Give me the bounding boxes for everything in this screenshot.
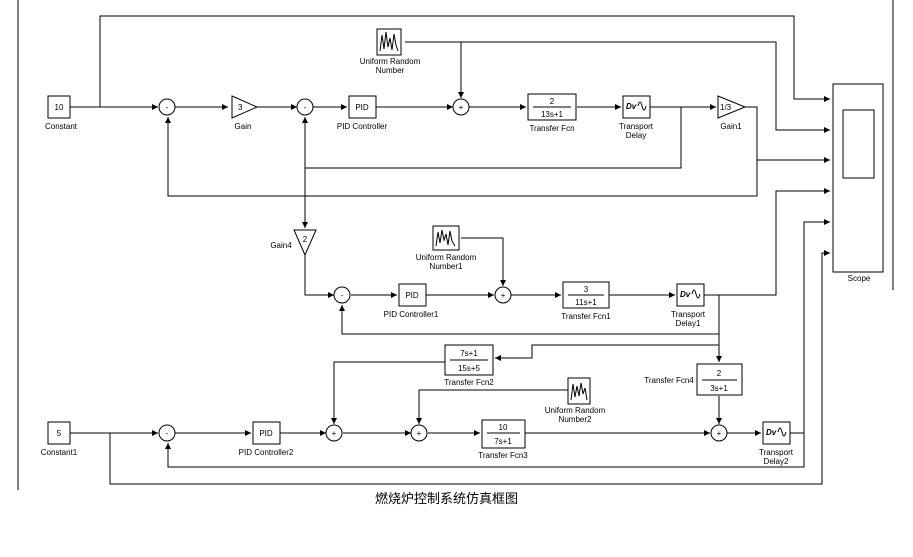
svg-text:+: +: [417, 429, 422, 438]
svg-text:+: +: [332, 429, 337, 438]
pid-value: PID: [355, 103, 369, 112]
uniform-random-number1-block[interactable]: Uniform Random Number1: [416, 225, 477, 271]
svg-text:+: +: [501, 291, 506, 300]
transport-delay1-block[interactable]: Dv Transport Delay1: [671, 283, 706, 328]
gain4-label: Gain4: [270, 241, 292, 250]
sum-9[interactable]: +: [710, 424, 728, 442]
tf2-num: 7s+1: [460, 349, 478, 358]
tf3-num: 10: [499, 423, 508, 432]
sum-1[interactable]: -: [158, 98, 176, 116]
tf1-den: 11s+1: [575, 298, 597, 307]
sum-7[interactable]: +: [325, 424, 343, 442]
transfer-fcn3-block[interactable]: 10 7s+1 Transfer Fcn3: [478, 419, 528, 460]
gain1-label: Gain1: [720, 122, 742, 131]
tf4-den: 3s+1: [710, 384, 728, 393]
urn2-label1: Uniform Random: [545, 406, 606, 415]
gain1-value: 1/3: [720, 103, 732, 112]
svg-text:-: -: [166, 103, 169, 112]
tf-num: 2: [550, 97, 555, 106]
constant1-label: Constant1: [41, 448, 78, 457]
urn2-label2: Number2: [559, 415, 592, 424]
gain-value: 3: [238, 103, 243, 112]
urn1-label1: Uniform Random: [416, 253, 477, 262]
diagram-caption: 燃烧炉控制系统仿真框图: [0, 488, 913, 507]
pid-label: PID Controller: [337, 122, 388, 131]
caption-text: 燃烧炉控制系统仿真框图: [374, 492, 518, 507]
gain4-value: 2: [303, 235, 308, 244]
sum-3[interactable]: +: [452, 98, 470, 116]
tf1-label: Transfer Fcn1: [561, 312, 611, 321]
svg-text:+: +: [717, 429, 722, 438]
pid-controller1-block[interactable]: PID PID Controller1: [384, 283, 439, 319]
tf1-num: 3: [584, 285, 589, 294]
transfer-fcn-block[interactable]: 2 13s+1 Transfer Fcn: [527, 93, 577, 133]
transfer-fcn2-block[interactable]: 7s+1 15s+5 Transfer Fcn2: [444, 344, 494, 387]
gain1-block[interactable]: 1/3 Gain1: [717, 95, 747, 131]
urn-label1: Uniform Random: [360, 57, 421, 66]
transport-delay-block[interactable]: Dv Transport Delay: [619, 95, 654, 140]
urn1-label2: Number1: [430, 262, 463, 271]
gain-label: Gain: [235, 122, 252, 131]
tf-den: 13s+1: [541, 110, 564, 119]
tf-label: Transfer Fcn: [529, 124, 574, 133]
gain4-block[interactable]: 2 Gain4: [270, 229, 317, 257]
sum-6[interactable]: -: [158, 424, 176, 442]
constant-label: Constant: [45, 122, 78, 131]
delay1-label2: Delay1: [676, 319, 701, 328]
sum-4[interactable]: -: [333, 286, 351, 304]
pid2-label: PID Controller2: [239, 448, 294, 457]
constant1-value: 5: [57, 429, 62, 438]
svg-text:-: -: [341, 291, 344, 300]
sum-8[interactable]: +: [410, 424, 428, 442]
transfer-fcn4-block[interactable]: 2 3s+1 Transfer Fcn4: [644, 363, 743, 396]
gain-block[interactable]: 3 Gain: [231, 95, 259, 131]
constant1-block[interactable]: 5 Constant1: [41, 421, 78, 457]
delay2-label2: Delay2: [764, 457, 789, 466]
scope-label: Scope: [848, 274, 871, 283]
tf3-den: 7s+1: [494, 437, 512, 446]
pid1-value: PID: [405, 291, 419, 300]
uniform-random-number-block[interactable]: Uniform Random Number: [360, 28, 421, 75]
tf4-num: 2: [717, 369, 722, 378]
constant-block[interactable]: 10 Constant: [45, 95, 78, 131]
tf3-label: Transfer Fcn3: [478, 451, 528, 460]
wires: [70, 15, 830, 485]
transport-delay2-block[interactable]: Dv Transport Delay2: [759, 421, 794, 466]
transfer-fcn1-block[interactable]: 3 11s+1 Transfer Fcn1: [561, 281, 611, 321]
pid-controller2-block[interactable]: PID PID Controller2: [239, 421, 294, 457]
svg-text:+: +: [459, 103, 464, 112]
delay1-icon: Dv: [680, 290, 691, 299]
scope-block[interactable]: Scope: [832, 83, 884, 283]
tf2-label: Transfer Fcn2: [444, 378, 494, 387]
svg-text:-: -: [166, 429, 169, 438]
urn-label2: Number: [376, 66, 405, 75]
delay1-label1: Transport: [671, 310, 706, 319]
pid1-label: PID Controller1: [384, 310, 439, 319]
sum-5[interactable]: +: [494, 286, 512, 304]
tf4-label: Transfer Fcn4: [644, 376, 694, 385]
delay-label1: Transport: [619, 122, 654, 131]
uniform-random-number2-block[interactable]: Uniform Random Number2: [545, 377, 606, 424]
svg-text:-: -: [304, 103, 307, 112]
constant-value: 10: [55, 103, 64, 112]
pid-controller-block[interactable]: PID PID Controller: [337, 95, 388, 131]
delay2-icon: Dv: [766, 428, 777, 437]
pid2-value: PID: [259, 429, 273, 438]
tf2-den: 15s+5: [458, 364, 481, 373]
sum-2[interactable]: -: [296, 98, 314, 116]
delay2-label1: Transport: [759, 448, 794, 457]
delay-icon: Dv: [626, 102, 637, 111]
delay-label2: Delay: [626, 131, 646, 140]
